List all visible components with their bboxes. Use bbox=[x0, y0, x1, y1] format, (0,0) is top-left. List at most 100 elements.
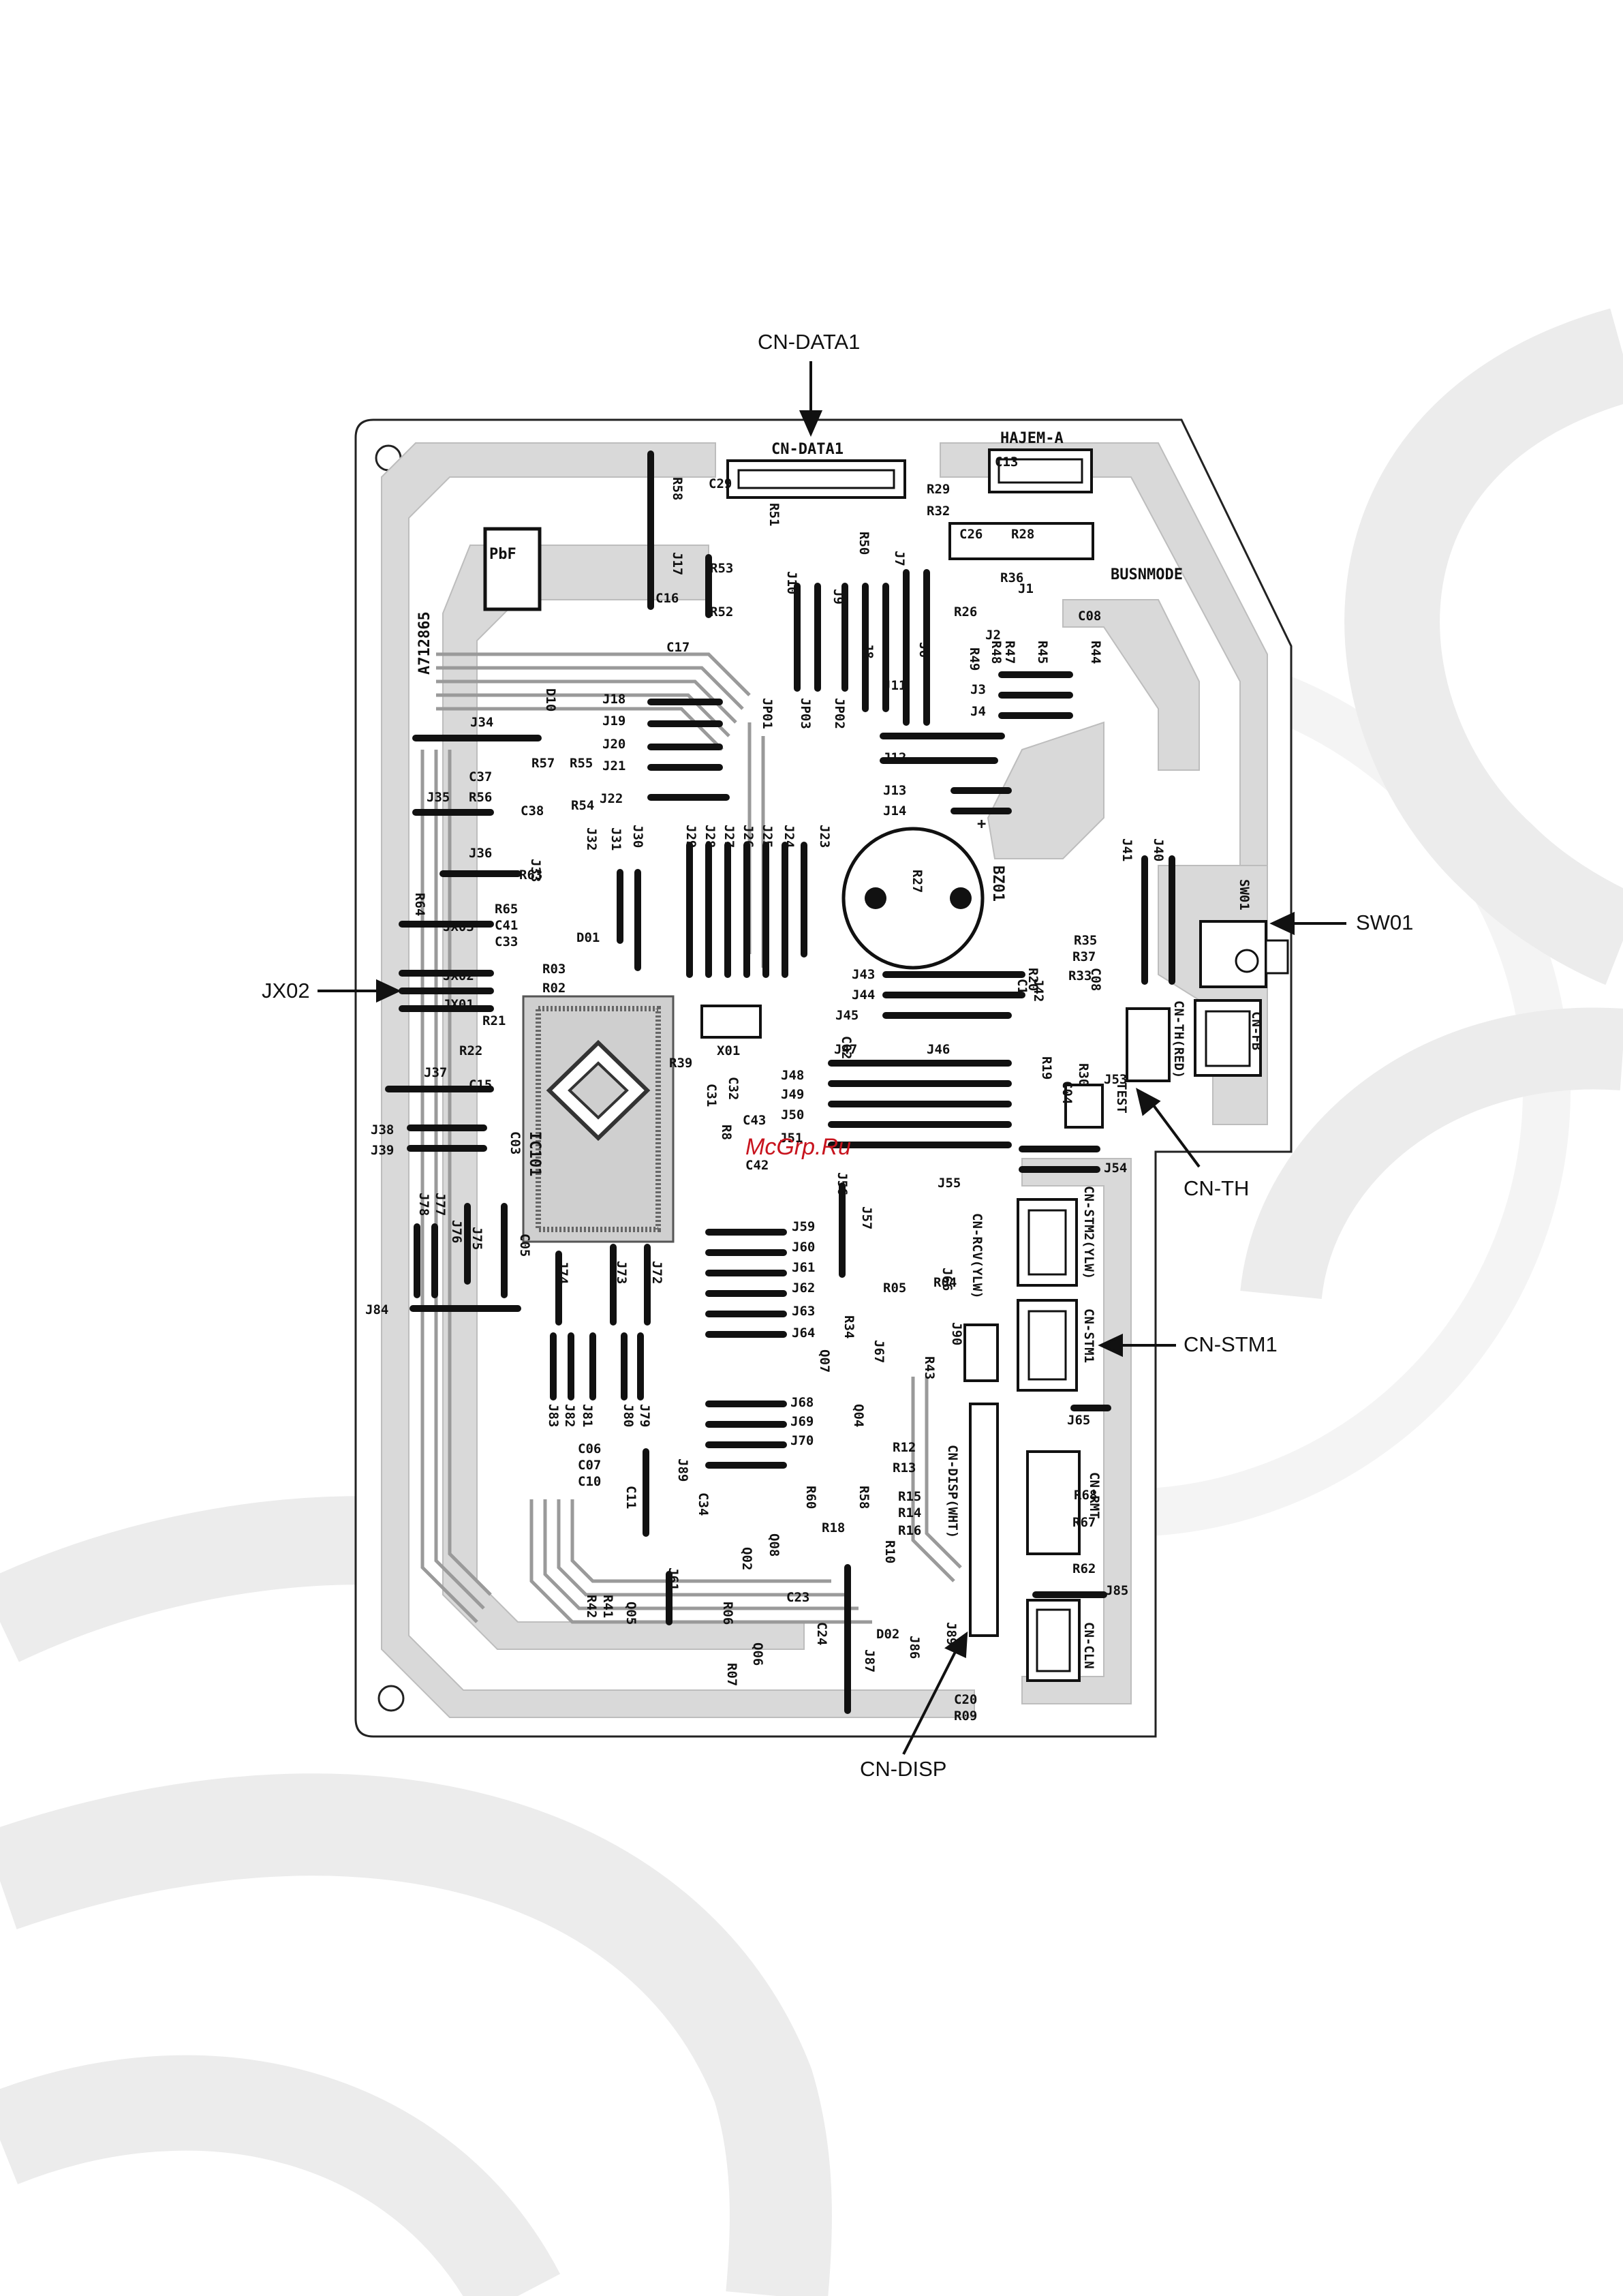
svg-text:R03: R03 bbox=[542, 962, 566, 977]
svg-text:R39: R39 bbox=[669, 1056, 692, 1071]
svg-text:J89: J89 bbox=[675, 1458, 690, 1482]
svg-text:C04: C04 bbox=[1060, 1081, 1075, 1104]
connector-test bbox=[1064, 1084, 1104, 1129]
callout-cn-th: CN-TH bbox=[1184, 1176, 1250, 1200]
connector-cn-rmt bbox=[1026, 1450, 1081, 1555]
svg-text:Q05: Q05 bbox=[623, 1602, 638, 1625]
svg-text:HAJEM-A: HAJEM-A bbox=[1000, 430, 1064, 447]
svg-text:CN-RCV(YLW): CN-RCV(YLW) bbox=[970, 1213, 985, 1299]
ic101-chip: IC101 bbox=[522, 995, 675, 1243]
buzzer-bz01: BZ01 + bbox=[841, 816, 1006, 970]
svg-text:X01: X01 bbox=[717, 1043, 740, 1058]
svg-text:J53: J53 bbox=[1104, 1072, 1127, 1087]
svg-text:C26: C26 bbox=[959, 527, 983, 542]
svg-text:R44: R44 bbox=[1088, 641, 1103, 664]
svg-text:R27: R27 bbox=[910, 870, 925, 893]
svg-text:J70: J70 bbox=[790, 1433, 814, 1448]
svg-text:R43: R43 bbox=[922, 1356, 937, 1379]
svg-text:R49: R49 bbox=[967, 647, 982, 671]
svg-text:J59: J59 bbox=[792, 1219, 815, 1234]
svg-text:J84: J84 bbox=[365, 1302, 388, 1317]
svg-text:D10: D10 bbox=[543, 688, 558, 711]
svg-text:R14: R14 bbox=[898, 1505, 921, 1520]
svg-text:R18: R18 bbox=[822, 1520, 845, 1535]
svg-text:J69: J69 bbox=[790, 1414, 814, 1429]
svg-text:J72: J72 bbox=[649, 1261, 664, 1284]
svg-text:J57: J57 bbox=[859, 1206, 874, 1229]
svg-text:J86: J86 bbox=[907, 1636, 922, 1659]
svg-text:C38: C38 bbox=[521, 803, 544, 818]
svg-text:JP02: JP02 bbox=[832, 698, 847, 729]
svg-text:R54: R54 bbox=[571, 798, 594, 813]
connector-cn-rcv bbox=[963, 1323, 999, 1382]
svg-text:C23: C23 bbox=[786, 1590, 809, 1605]
svg-text:J11: J11 bbox=[883, 678, 906, 693]
svg-text:J73: J73 bbox=[614, 1261, 629, 1284]
svg-text:J18: J18 bbox=[602, 692, 625, 707]
svg-text:R09: R09 bbox=[954, 1709, 977, 1724]
svg-text:C08: C08 bbox=[1088, 968, 1103, 991]
svg-text:J3: J3 bbox=[970, 682, 986, 697]
crystal-x01 bbox=[700, 1005, 762, 1039]
svg-text:J19: J19 bbox=[602, 714, 625, 729]
svg-text:SW01: SW01 bbox=[1237, 879, 1252, 910]
svg-text:R36: R36 bbox=[1000, 570, 1023, 585]
svg-text:Q04: Q04 bbox=[851, 1404, 866, 1427]
svg-text:J41: J41 bbox=[1119, 838, 1134, 861]
svg-text:CN-CLN: CN-CLN bbox=[1081, 1622, 1096, 1669]
svg-text:C05: C05 bbox=[517, 1234, 532, 1257]
connector-busnmode: BUSNMODE bbox=[948, 522, 1183, 583]
svg-text:J90: J90 bbox=[949, 1322, 964, 1345]
callout-arrows bbox=[318, 361, 1346, 1755]
svg-text:C41: C41 bbox=[495, 918, 518, 933]
svg-text:C15: C15 bbox=[469, 1077, 492, 1092]
svg-text:JP03: JP03 bbox=[798, 698, 813, 729]
svg-text:C1: C1 bbox=[1015, 979, 1030, 994]
svg-text:C02: C02 bbox=[839, 1036, 854, 1059]
svg-text:+: + bbox=[977, 816, 986, 833]
svg-text:R65: R65 bbox=[495, 902, 518, 917]
svg-text:J48: J48 bbox=[781, 1068, 804, 1083]
svg-text:J35: J35 bbox=[427, 790, 450, 805]
svg-text:J29: J29 bbox=[683, 825, 698, 848]
svg-text:J89: J89 bbox=[944, 1622, 959, 1645]
svg-text:Q02: Q02 bbox=[739, 1547, 754, 1570]
svg-text:R52: R52 bbox=[710, 604, 733, 619]
svg-text:C32: C32 bbox=[726, 1077, 741, 1100]
svg-text:J23: J23 bbox=[817, 825, 832, 848]
svg-text:J27: J27 bbox=[722, 825, 737, 848]
svg-text:J34: J34 bbox=[470, 715, 493, 730]
svg-text:J47: J47 bbox=[834, 1042, 857, 1057]
svg-text:J37: J37 bbox=[424, 1065, 447, 1080]
callout-cn-data1: CN-DATA1 bbox=[758, 330, 861, 354]
svg-text:C34: C34 bbox=[696, 1493, 711, 1516]
svg-text:R56: R56 bbox=[469, 790, 492, 805]
switch-sw01 bbox=[1199, 920, 1289, 988]
svg-text:JX02: JX02 bbox=[443, 968, 474, 983]
svg-text:C06: C06 bbox=[578, 1441, 601, 1456]
svg-text:J42: J42 bbox=[1031, 979, 1046, 1002]
svg-text:C43: C43 bbox=[743, 1113, 766, 1128]
svg-text:J66: J66 bbox=[940, 1268, 955, 1291]
connector-cn-stm1 bbox=[1017, 1299, 1078, 1392]
svg-text:J60: J60 bbox=[792, 1240, 815, 1255]
svg-text:JP01: JP01 bbox=[760, 698, 775, 729]
svg-text:Q07: Q07 bbox=[817, 1349, 832, 1373]
svg-text:R47: R47 bbox=[1002, 641, 1017, 664]
svg-text:C33: C33 bbox=[495, 934, 518, 949]
svg-text:R37: R37 bbox=[1072, 949, 1096, 964]
svg-text:J75: J75 bbox=[469, 1227, 484, 1250]
svg-text:J30: J30 bbox=[630, 825, 645, 848]
svg-text:R41: R41 bbox=[600, 1595, 615, 1618]
svg-text:R35: R35 bbox=[1074, 933, 1097, 948]
svg-text:C03: C03 bbox=[508, 1131, 523, 1154]
svg-text:J28: J28 bbox=[702, 825, 717, 848]
svg-text:TEST: TEST bbox=[1114, 1082, 1129, 1114]
svg-text:CN-STM2(YLW): CN-STM2(YLW) bbox=[1081, 1186, 1096, 1279]
svg-text:J82: J82 bbox=[562, 1404, 577, 1427]
svg-text:J61: J61 bbox=[792, 1260, 815, 1275]
board-watermark: McGrp.Ru bbox=[745, 1134, 851, 1160]
connector-cn-fb bbox=[1194, 999, 1262, 1077]
svg-text:C10: C10 bbox=[578, 1474, 601, 1489]
